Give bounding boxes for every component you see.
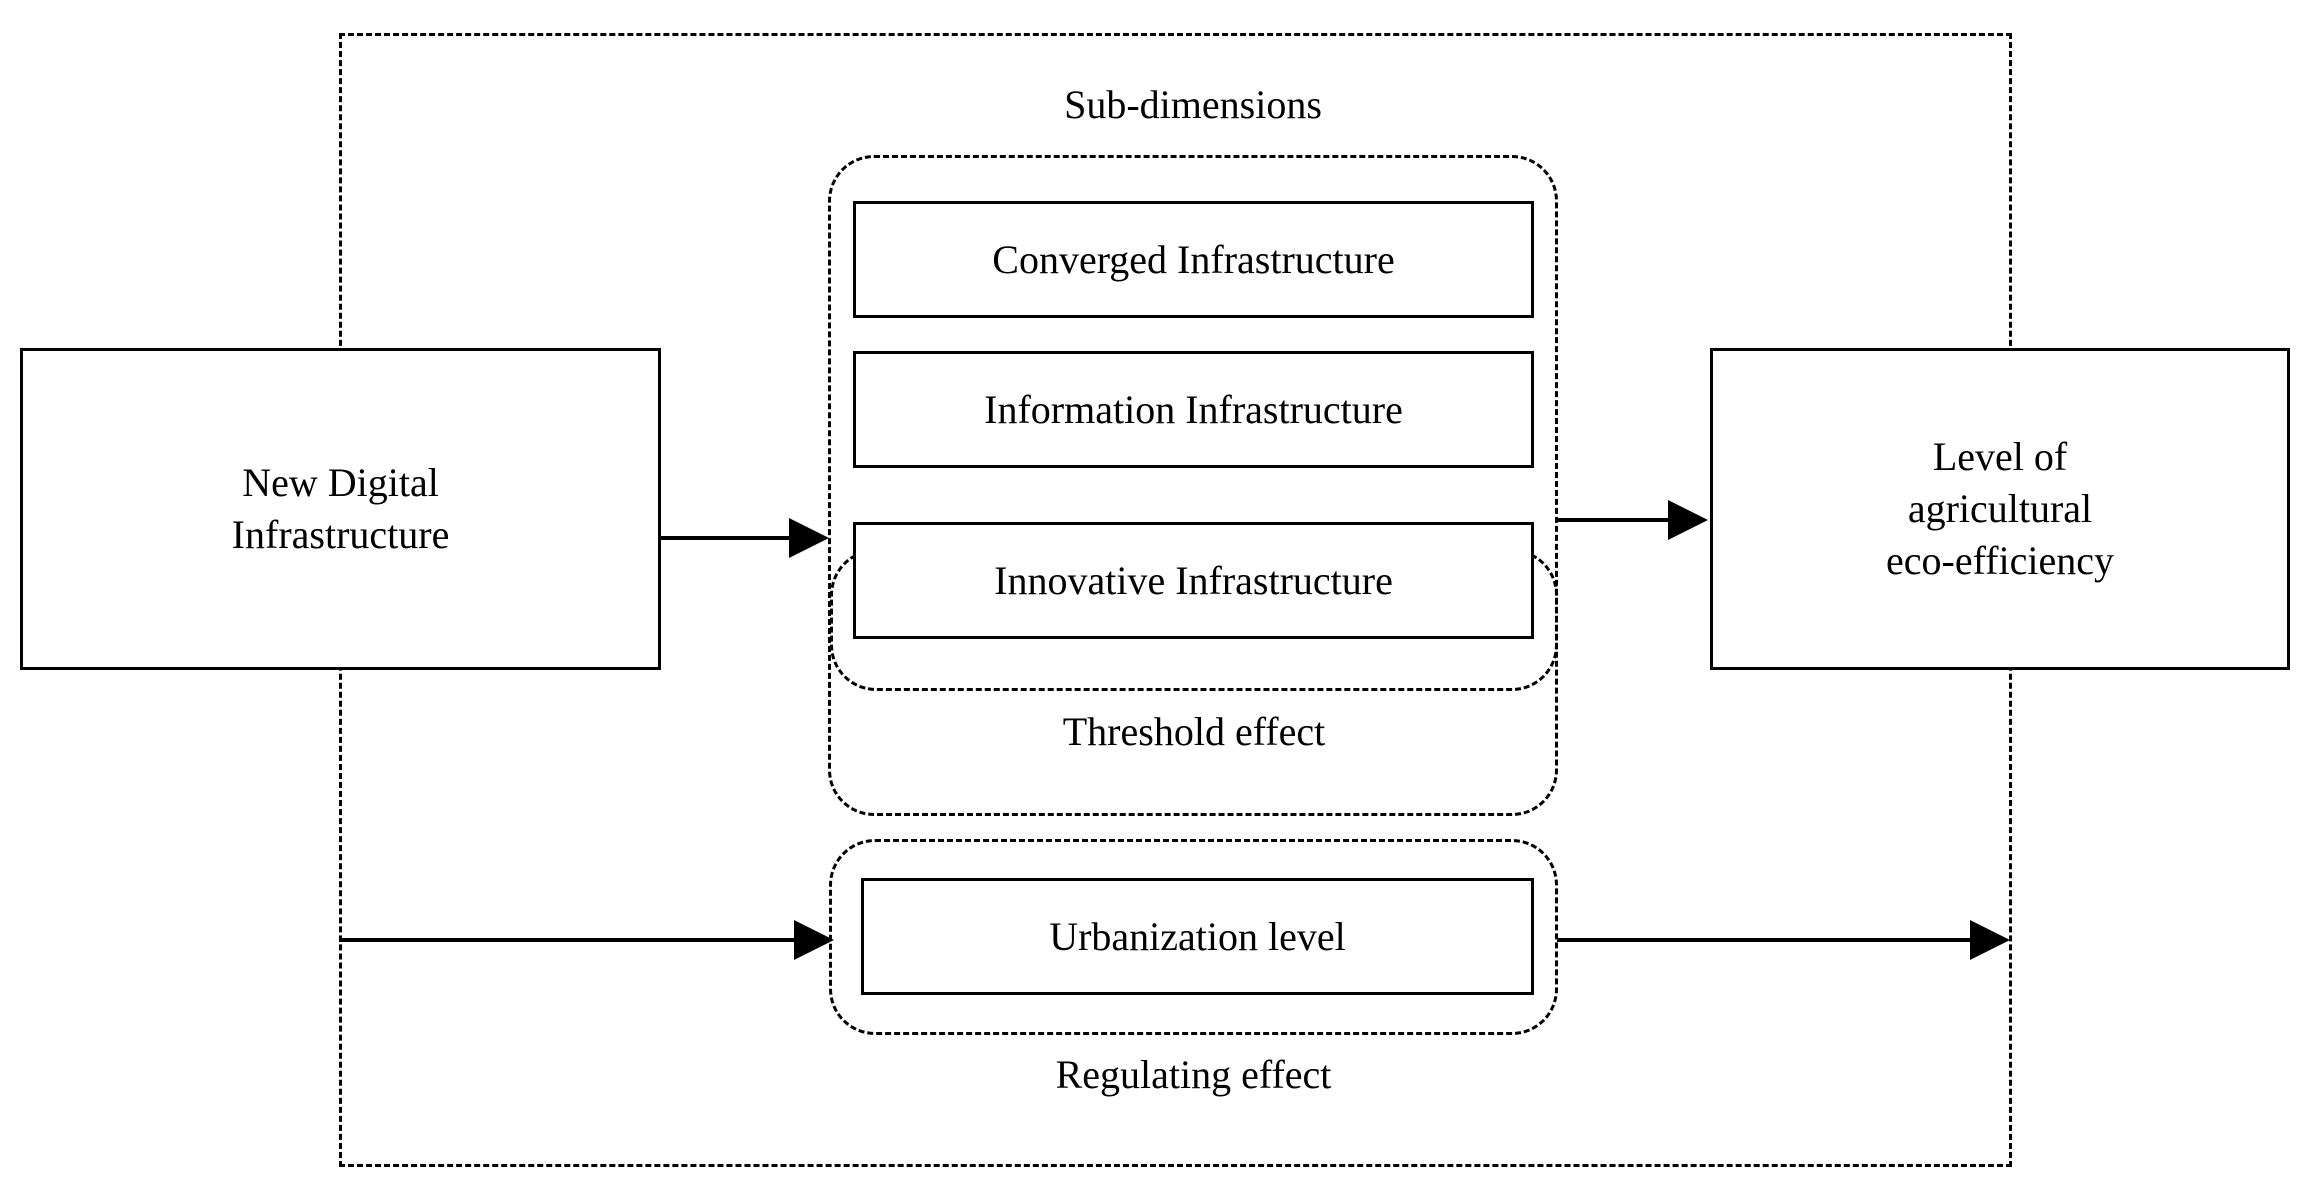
- node-outcome-line-2: agricultural: [1907, 486, 2093, 531]
- node-outcome-line-1: Level of: [1932, 434, 2068, 479]
- node-urbanization-level-label: Urbanization level: [1049, 913, 1346, 959]
- node-innovative-infrastructure[interactable]: Innovative Infrastructure: [853, 522, 1534, 639]
- node-source-line-1: New Digital: [242, 460, 439, 505]
- node-new-digital-infrastructure-label: New Digital Infrastructure: [232, 457, 450, 561]
- node-converged-infrastructure-label: Converged Infrastructure: [992, 236, 1395, 282]
- caption-threshold-effect: Threshold effect: [1062, 709, 1326, 754]
- node-urbanization-level[interactable]: Urbanization level: [861, 878, 1534, 995]
- caption-sub-dimensions: Sub-dimensions: [1064, 82, 1322, 127]
- node-new-digital-infrastructure[interactable]: New Digital Infrastructure: [20, 348, 661, 670]
- node-information-infrastructure-label: Information Infrastructure: [984, 386, 1403, 432]
- node-converged-infrastructure[interactable]: Converged Infrastructure: [853, 201, 1534, 318]
- group-regulating-effect: [829, 839, 1558, 1035]
- node-level-of-agricultural-eco-efficiency[interactable]: Level of agricultural eco-efficiency: [1710, 348, 2290, 670]
- node-outcome-line-3: eco-efficiency: [1886, 538, 2114, 583]
- node-outcome-label: Level of agricultural eco-efficiency: [1886, 431, 2114, 587]
- node-information-infrastructure[interactable]: Information Infrastructure: [853, 351, 1534, 468]
- group-sub-dimensions: [828, 155, 1558, 816]
- node-innovative-infrastructure-label: Innovative Infrastructure: [994, 557, 1393, 603]
- node-source-line-2: Infrastructure: [231, 512, 450, 557]
- caption-regulating-effect: Regulating effect: [1055, 1052, 1332, 1097]
